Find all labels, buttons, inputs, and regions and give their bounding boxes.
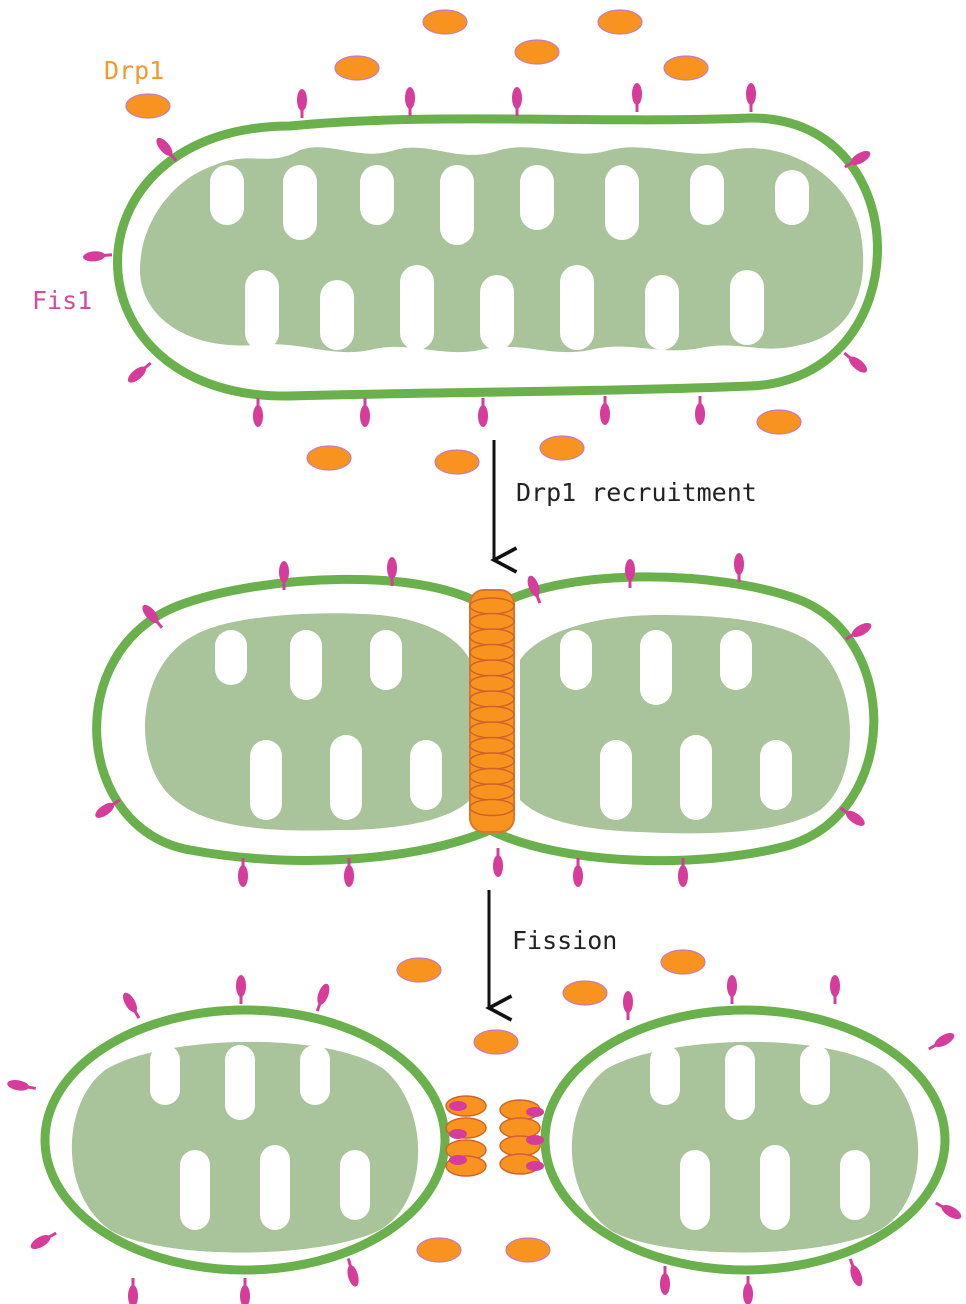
fis1-icon bbox=[6, 1078, 36, 1093]
fis1-icon bbox=[512, 87, 522, 116]
drp1-ring-segment bbox=[470, 784, 514, 800]
step-label-drp1-recruitment: Drp1 recruitment bbox=[516, 478, 757, 507]
fis1-icon bbox=[743, 1276, 753, 1304]
drp1-ring-segment bbox=[470, 691, 514, 707]
drp1-constriction-ring bbox=[470, 590, 514, 832]
fis1-icon bbox=[830, 975, 840, 1004]
drp1-icon bbox=[423, 10, 467, 34]
fis1-icon bbox=[236, 975, 246, 1004]
fis1-icon bbox=[313, 982, 332, 1013]
drp1-ring-segment bbox=[470, 629, 514, 645]
fis1-icon bbox=[600, 396, 610, 425]
fis1-icon bbox=[727, 975, 737, 1004]
stage-3-daughter-left bbox=[45, 1010, 445, 1270]
fis1-icon bbox=[841, 349, 870, 375]
fis1-icon bbox=[449, 1101, 467, 1111]
drp1-ring-segment bbox=[470, 800, 514, 816]
fis1-icon bbox=[526, 1107, 544, 1117]
fis1-icon bbox=[746, 83, 756, 112]
fis1-icon bbox=[695, 396, 705, 425]
drp1-ring-segment bbox=[470, 598, 514, 614]
fis1-icon bbox=[478, 398, 488, 427]
fis1-icon bbox=[493, 848, 503, 877]
drp1-icon bbox=[474, 1030, 518, 1054]
drp1-icon bbox=[126, 94, 170, 118]
drp1-ring-segment bbox=[470, 722, 514, 738]
fis1-icon bbox=[926, 1030, 956, 1053]
drp1-icon bbox=[598, 10, 642, 34]
fis1-icon bbox=[526, 1135, 544, 1145]
drp1-ring-segment bbox=[470, 707, 514, 723]
drp1-icon bbox=[335, 56, 379, 80]
fis1-icon bbox=[846, 1257, 865, 1288]
stage-1-mitochondrion bbox=[118, 118, 878, 396]
fis1-icon bbox=[120, 991, 143, 1021]
drp1-ring-segment bbox=[470, 769, 514, 785]
fis1-icon bbox=[526, 1161, 544, 1171]
stage-2-mitochondrion bbox=[97, 577, 874, 861]
drp1-icon bbox=[661, 950, 705, 974]
drp1-spiral-fragments bbox=[446, 1096, 544, 1176]
fis1-icon bbox=[573, 858, 583, 887]
fis1-icon bbox=[128, 1278, 138, 1304]
fis1-icon bbox=[238, 858, 248, 887]
drp1-ring-segment bbox=[470, 753, 514, 769]
drp1-ring-segment bbox=[470, 614, 514, 630]
drp1-icon bbox=[664, 56, 708, 80]
fis1-icon bbox=[623, 991, 633, 1020]
step-label-fission: Fission bbox=[512, 926, 617, 955]
fis1-icon bbox=[360, 398, 370, 427]
drp1-icon bbox=[506, 1238, 550, 1262]
fis1-icon bbox=[933, 1199, 963, 1222]
fis1-icon bbox=[660, 1266, 670, 1295]
drp1-ring-segment bbox=[470, 738, 514, 754]
drp1-label: Drp1 bbox=[104, 56, 164, 85]
fis1-icon bbox=[344, 1257, 361, 1288]
fis1-icon bbox=[449, 1129, 467, 1139]
fis1-icon bbox=[240, 1278, 250, 1304]
drp1-icon bbox=[307, 446, 351, 470]
drp1-icon bbox=[757, 410, 801, 434]
stage-3-daughter-right bbox=[545, 1010, 945, 1270]
fis1-label: Fis1 bbox=[32, 286, 92, 315]
fis1-icon bbox=[734, 553, 744, 582]
fis1-icon bbox=[253, 398, 263, 427]
drp1-spiral-segment bbox=[500, 1118, 540, 1138]
drp1-ring-segment bbox=[470, 660, 514, 676]
fis1-icon bbox=[405, 87, 415, 116]
fis1-icon bbox=[29, 1229, 59, 1252]
drp1-icon bbox=[417, 1238, 461, 1262]
fis1-icon bbox=[297, 89, 307, 118]
fis1-icon bbox=[83, 250, 113, 262]
drp1-icon bbox=[515, 40, 559, 64]
drp1-icon bbox=[397, 958, 441, 982]
fis1-icon bbox=[632, 83, 642, 112]
fis1-icon bbox=[449, 1155, 467, 1165]
fis1-icon bbox=[125, 359, 154, 385]
drp1-ring-segment bbox=[470, 676, 514, 692]
drp1-ring-segment bbox=[470, 645, 514, 661]
drp1-icon bbox=[435, 450, 479, 474]
drp1-icon bbox=[540, 436, 584, 460]
drp1-icon bbox=[563, 981, 607, 1005]
